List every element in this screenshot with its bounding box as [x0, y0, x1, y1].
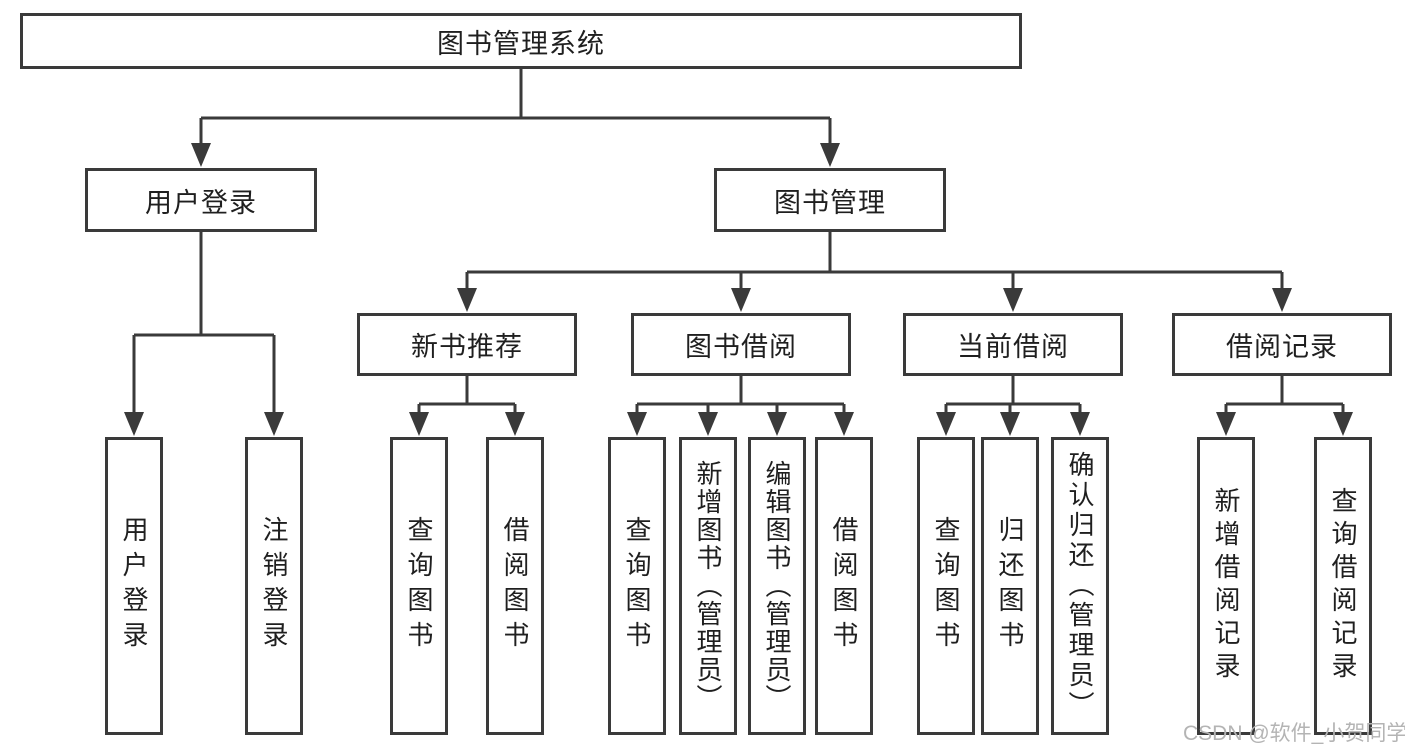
node-label: 图书管理系统 — [437, 28, 605, 59]
leaf-add-books-admin: 新增图书（管理员） — [679, 437, 737, 735]
node-label: 借阅记录 — [1226, 332, 1338, 362]
arrowhead-icon — [1003, 288, 1023, 312]
arrowhead-icon — [409, 412, 429, 436]
leaf-label: 注销登录 — [259, 516, 289, 656]
arrowhead-icon — [191, 143, 211, 167]
node-new-book-recommendation: 新书推荐 — [357, 313, 577, 376]
arrowhead-icon — [1000, 412, 1020, 436]
arrowhead-icon — [1272, 288, 1292, 312]
connector-userlogin-to-leaves — [132, 231, 276, 413]
watermark: CSDN @软件_小贺同学 — [1183, 722, 1405, 745]
leaf-label: 借阅图书 — [829, 516, 859, 656]
connector-currentborrow-to-leaves — [944, 375, 1082, 413]
leaf-query-books: 查询图书 — [917, 437, 975, 735]
leaf-logout: 注销登录 — [245, 437, 303, 735]
arrowhead-icon — [1216, 412, 1236, 436]
arrowhead-icon — [834, 412, 854, 436]
connector-newbooks-to-leaves — [417, 375, 517, 413]
leaf-borrow-books: 借阅图书 — [486, 437, 544, 735]
leaf-query-books: 查询图书 — [608, 437, 666, 735]
leaf-return-books: 归还图书 — [981, 437, 1039, 735]
leaf-label: 确认归还（管理员） — [1065, 451, 1095, 721]
connector-bookborrow-to-leaves — [635, 375, 846, 413]
leaf-label: 查询图书 — [622, 516, 652, 656]
leaf-label: 用户登录 — [119, 516, 149, 656]
node-label: 图书借阅 — [685, 332, 797, 362]
leaf-add-borrow-record: 新增借阅记录 — [1197, 437, 1255, 735]
arrowhead-icon — [1070, 412, 1090, 436]
arrowhead-icon — [936, 412, 956, 436]
node-label: 当前借阅 — [957, 332, 1069, 362]
leaf-label: 编辑图书（管理员） — [762, 460, 792, 712]
leaf-confirm-return-admin: 确认归还（管理员） — [1051, 437, 1109, 735]
node-library-management-system: 图书管理系统 — [20, 13, 1022, 69]
leaf-label: 新增借阅记录 — [1211, 487, 1241, 685]
node-book-borrowing: 图书借阅 — [631, 313, 851, 376]
node-current-borrowing: 当前借阅 — [903, 313, 1123, 376]
node-label: 新书推荐 — [411, 332, 523, 362]
node-user-login: 用户登录 — [85, 168, 317, 232]
node-label: 用户登录 — [145, 187, 257, 218]
arrowhead-icon — [820, 143, 840, 167]
leaf-label: 新增图书（管理员） — [693, 460, 723, 712]
arrowhead-icon — [505, 412, 525, 436]
leaf-edit-books-admin: 编辑图书（管理员） — [748, 437, 806, 735]
arrowhead-icon — [264, 412, 284, 436]
arrowhead-icon — [698, 412, 718, 436]
node-borrowing-records: 借阅记录 — [1172, 313, 1392, 376]
arrowhead-icon — [1333, 412, 1353, 436]
connector-root-to-level2 — [199, 68, 832, 145]
leaf-label: 查询借阅记录 — [1328, 487, 1358, 685]
arrowhead-icon — [457, 288, 477, 312]
leaf-label: 查询图书 — [404, 516, 434, 656]
connector-bookmgmt-to-level3 — [465, 231, 1284, 289]
leaf-label: 查询图书 — [931, 516, 961, 656]
arrowhead-icon — [124, 412, 144, 436]
arrowhead-icon — [627, 412, 647, 436]
leaf-label: 归还图书 — [995, 516, 1025, 656]
leaf-query-borrow-record: 查询借阅记录 — [1314, 437, 1372, 735]
leaf-label: 借阅图书 — [500, 516, 530, 656]
arrowhead-icon — [731, 288, 751, 312]
leaf-user-login: 用户登录 — [105, 437, 163, 735]
leaf-borrow-books: 借阅图书 — [815, 437, 873, 735]
connector-borrowrecords-to-leaves — [1224, 375, 1345, 413]
arrowhead-icon — [767, 412, 787, 436]
node-book-management: 图书管理 — [714, 168, 946, 232]
node-label: 图书管理 — [774, 187, 886, 218]
leaf-query-books: 查询图书 — [390, 437, 448, 735]
